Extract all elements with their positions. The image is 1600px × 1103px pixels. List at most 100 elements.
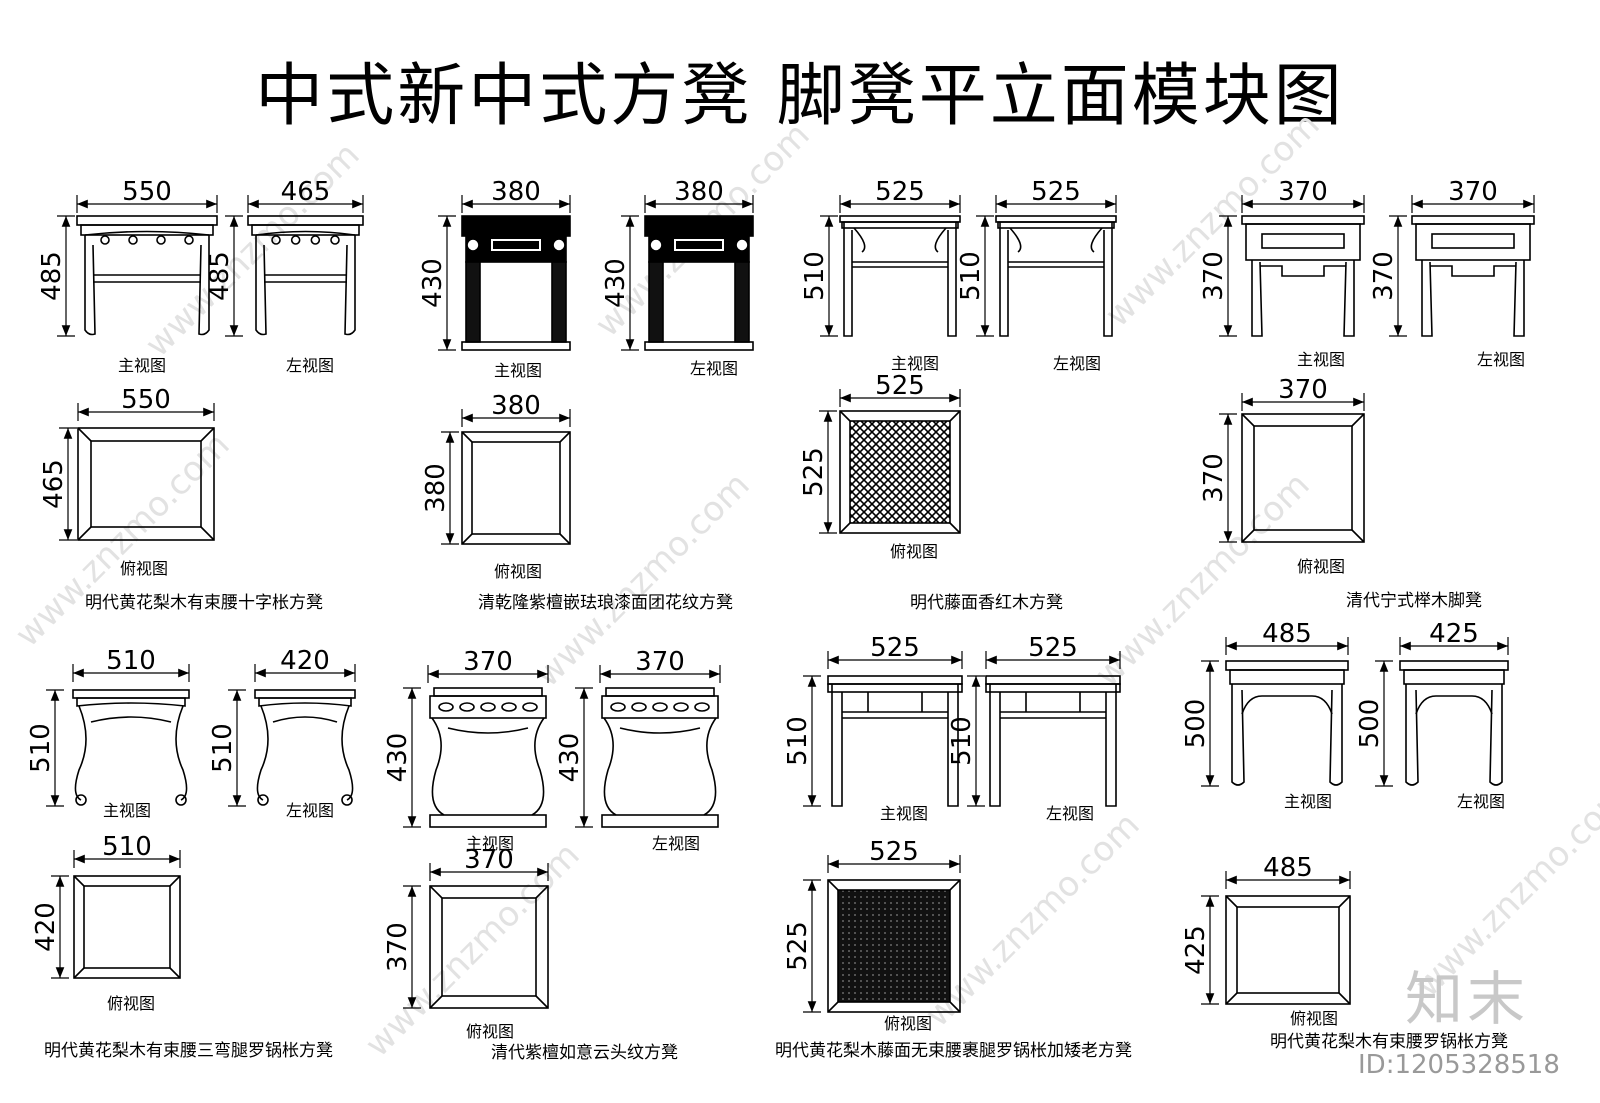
brand-logo: 知末 [1405,965,1530,1033]
stool-leg [648,261,664,343]
dimension-value: 370 [635,647,685,677]
stool-seat [72,689,190,699]
dimension-value: 525 [869,837,919,867]
stool-apron [841,221,959,229]
stool-leg [344,235,356,336]
stool-waist [1229,669,1345,685]
cross-stretcher [93,274,201,283]
stool-seat [1241,215,1365,225]
stool-waist [429,695,547,719]
dimension-value: 525 [783,921,813,971]
top-view-inner [837,889,951,1003]
top-view-outline [827,879,961,1013]
humpback-stretcher [272,716,338,723]
front-view-label: 主视图 [466,834,515,853]
stool-seat [827,675,963,685]
humpback-stretcher [1415,695,1493,715]
fret-stretcher [1430,265,1516,277]
knob [735,238,749,252]
dimension-value: 465 [281,177,331,207]
stool-leg [1105,684,1117,807]
top-view-inner [1236,906,1340,994]
dimension-value: 370 [1278,177,1328,207]
top-view-label: 俯视图 [890,542,939,561]
spandrel [853,227,947,253]
panel-inset [1261,233,1345,249]
stool-leg [198,235,210,336]
front-view-label: 主视图 [891,354,940,373]
top-view-outline [429,885,549,1009]
sheet-title: 中式新中式方凳 脚凳平立面模块图 [255,57,1345,136]
cabriole-leg [74,705,87,801]
cloud-carving [480,702,496,712]
front-view-label: 主视图 [118,356,167,375]
wrapped-stretcher [827,683,963,693]
dimension-value: 430 [418,258,448,308]
fretwork [674,239,724,251]
dimension-value: 485 [1262,619,1312,649]
stool-leg [84,235,96,336]
top-view-mitre [1225,895,1351,1005]
cloud-carving [522,702,538,712]
dimension-value: 380 [674,177,724,207]
stool-apron [997,221,1115,229]
stool-leg [465,261,481,343]
dimension-value: 465 [39,459,69,509]
top-view-outline [839,410,961,534]
carved-scroll [310,235,321,245]
cabriole-leg [341,705,354,801]
top-view-mitre [1241,413,1365,543]
image-id: ID:1205328518 [1358,1050,1560,1080]
front-view-label: 主视图 [103,801,152,820]
dimension-value: 550 [121,385,171,415]
front-view-label: 主视图 [1297,350,1346,369]
dimension-value: 420 [31,902,61,952]
dimension-value: 525 [870,633,920,663]
cloud-carving [438,702,454,712]
dimension-value: 425 [1181,925,1211,975]
side-view-label: 左视图 [690,359,739,378]
cloud-carving [652,702,668,712]
stool-leg [1231,684,1245,786]
top-view-mitre [77,427,215,541]
dimension-value: 370 [464,845,514,875]
stool-stretcher [852,261,948,268]
dimension-value: 525 [1031,177,1081,207]
cloud-carving [610,702,626,712]
stool-name: 清乾隆紫檀嵌珐琅漆面团花纹方凳 [478,593,733,613]
top-view-outline [1241,413,1365,543]
stool-name: 明代黄花梨木有束腰十字枨方凳 [85,593,323,613]
spandrel [1009,227,1103,253]
carved-scroll [156,235,166,245]
cloud-carving [501,702,517,712]
scroll-foot [257,794,269,806]
top-view-inner [90,440,202,528]
dimension-value: 380 [491,177,541,207]
dimension-value: 500 [1355,699,1385,749]
dimension-value: 510 [956,251,986,301]
stool-leg [1103,222,1113,337]
wrapped-stretcher [985,683,1121,693]
dimension-value: 370 [463,647,513,677]
stool-base [461,341,571,351]
fretwork [491,239,541,251]
stool-leg [551,261,567,343]
stool-base [644,341,754,351]
cloud-carving [673,702,689,712]
short-post [867,692,923,712]
humpback-stretcher [842,711,948,719]
dimension-value: 500 [1181,699,1211,749]
cloud-carving [631,702,647,712]
stool-leg [843,222,853,337]
scroll-foot [175,794,187,806]
stool-seat [254,689,356,699]
stool-leg [947,222,957,337]
side-view-label: 左视图 [1053,354,1102,373]
stool-leg [255,235,267,336]
carved-scroll [184,235,194,245]
top-view-mitre [429,885,549,1009]
stool-leg [1421,260,1433,337]
cabriole-leg [531,717,545,816]
stool-name: 清代宁式榉木脚凳 [1346,591,1482,611]
front-view-label: 主视图 [494,361,543,380]
